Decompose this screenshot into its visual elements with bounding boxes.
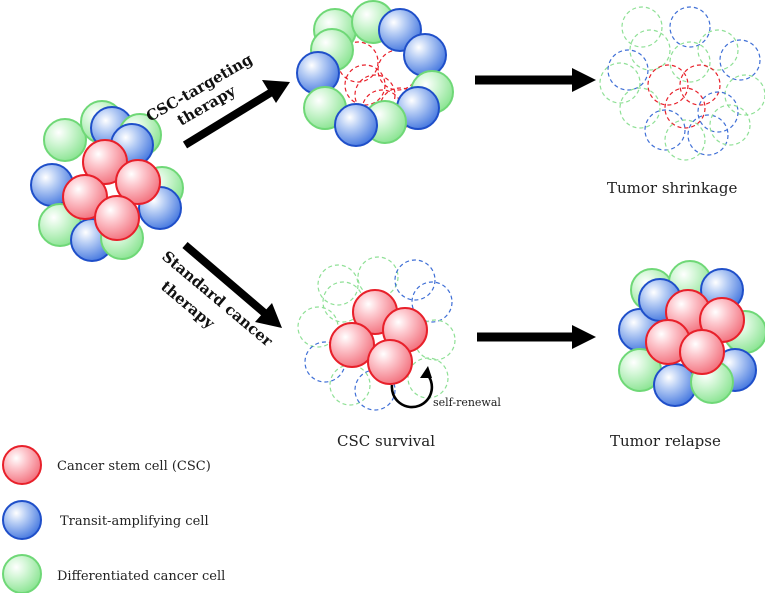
tumor-initial-cell bbox=[94, 195, 140, 241]
tumor-relapse-label: Tumor relapse bbox=[610, 432, 721, 450]
csc-survival-ghost-cell bbox=[414, 319, 456, 361]
self-renewal-label: self-renewal bbox=[433, 396, 501, 409]
csc-survival-stem-cell bbox=[329, 322, 375, 368]
tumor-targeted-cell bbox=[403, 33, 447, 77]
csc-survival-ghost-cell bbox=[317, 264, 359, 306]
tumor-shrinkage-ghost-cell bbox=[669, 41, 711, 83]
arrows bbox=[182, 68, 596, 349]
tumor-shrinkage-ghost-cell bbox=[719, 39, 761, 81]
tumor-shrinkage-ghost-cell bbox=[669, 6, 711, 48]
self-renewal-arrow bbox=[390, 366, 434, 409]
tumor-shrinkage-label: Tumor shrinkage bbox=[607, 179, 737, 197]
legend-csc-swatch bbox=[2, 445, 42, 485]
tumor-targeted-ghost-csc bbox=[337, 41, 379, 83]
tumor-shrinkage-ghost-cell bbox=[724, 74, 765, 116]
tumor-shrinkage-ghost-cell bbox=[647, 64, 689, 106]
tumor-shrinkage-ghost-cell bbox=[687, 114, 729, 156]
tumor-relapse-cell bbox=[679, 329, 725, 375]
tumor-shrinkage-ghost-cell bbox=[644, 109, 686, 151]
csc-survival-ghost-cell bbox=[329, 364, 371, 406]
legend-ta-label: Transit-amplifying cell bbox=[60, 514, 209, 529]
arrow-head-standard-therapy bbox=[255, 303, 282, 328]
csc-survival-stem-cell bbox=[367, 339, 413, 385]
legend-diff-label: Differentiated cancer cell bbox=[57, 569, 225, 584]
tumor-shrinkage-ghost-cell bbox=[679, 64, 721, 106]
arrow-head-csc-targeting bbox=[262, 80, 290, 103]
tumor-shrinkage-ghost-cell bbox=[697, 29, 739, 71]
tumor-initial-cell bbox=[62, 174, 108, 220]
tumor-shrinkage-ghost-cell bbox=[621, 6, 663, 48]
cell-layer bbox=[30, 0, 765, 411]
tumor-initial-cell bbox=[43, 118, 87, 162]
arrow-head-to-shrinkage bbox=[572, 68, 596, 92]
legend-csc-label: Cancer stem cell (CSC) bbox=[57, 459, 211, 474]
tumor-shrinkage-ghost-cell bbox=[664, 119, 706, 161]
legend-diff-swatch bbox=[2, 554, 42, 593]
arrow-standard-therapy bbox=[182, 241, 271, 320]
csc-survival-ghost-cell bbox=[394, 259, 436, 301]
tumor-shrinkage-ghost-cell bbox=[599, 62, 641, 104]
csc-survival-label: CSC survival bbox=[337, 432, 435, 450]
csc-survival-ghost-cell bbox=[411, 281, 453, 323]
legend-ta-swatch bbox=[2, 500, 42, 540]
arrow-csc-targeting bbox=[182, 86, 278, 149]
tumor-targeted-cell bbox=[334, 103, 378, 147]
tumor-shrinkage-ghost-cell bbox=[607, 49, 649, 91]
tumor-shrinkage-ghost-cell bbox=[619, 87, 661, 129]
arrow-head-to-relapse bbox=[572, 325, 596, 349]
tumor-shrinkage-ghost-cell bbox=[709, 104, 751, 146]
legend: Cancer stem cell (CSC) Transit-amplifyin… bbox=[2, 445, 225, 593]
tumor-shrinkage-ghost-cell bbox=[629, 29, 671, 71]
tumor-initial-cell bbox=[115, 159, 161, 205]
tumor-shrinkage-ghost-cell bbox=[697, 91, 739, 133]
